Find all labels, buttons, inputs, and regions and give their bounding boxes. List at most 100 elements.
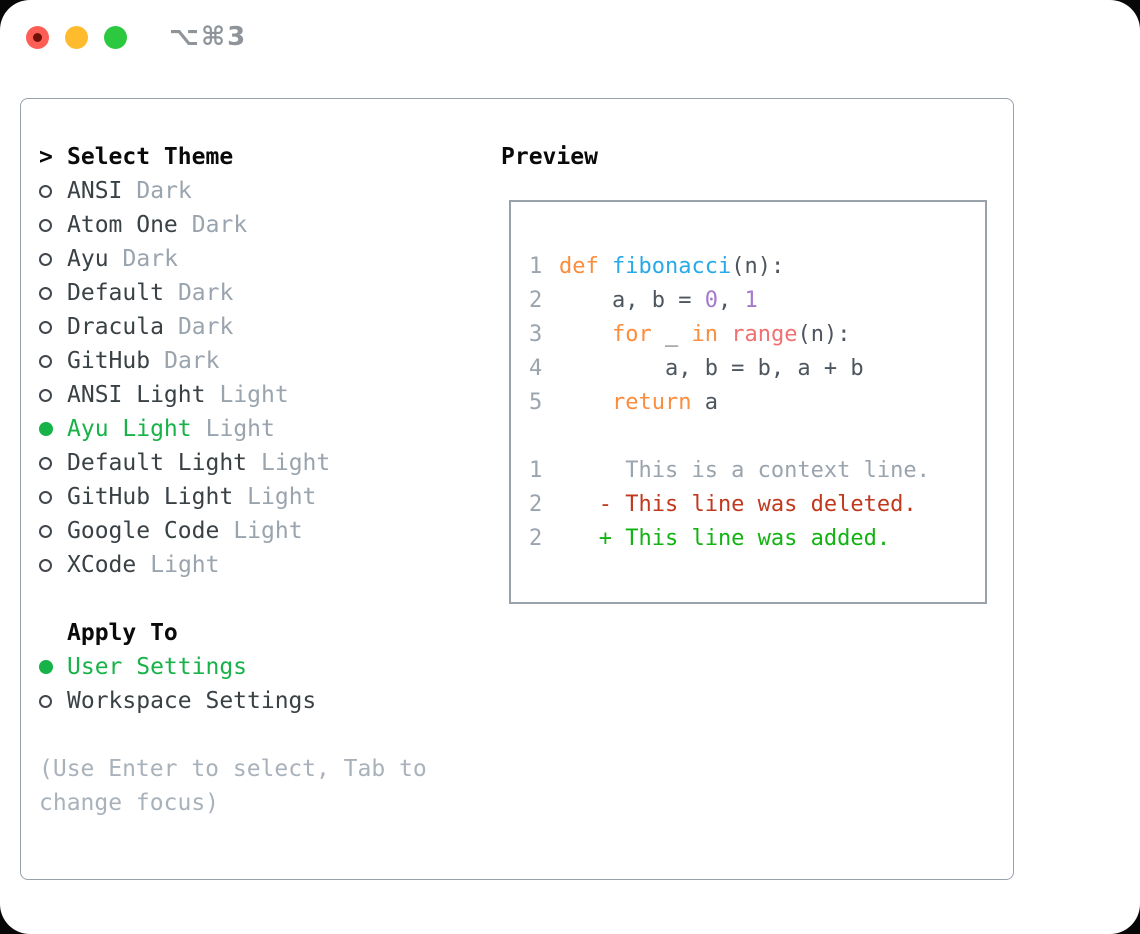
line-content: return a [559,390,718,415]
theme-option-label: Google Code [67,518,220,544]
token-builtin: range [731,321,798,347]
apply-option-user-settings[interactable]: User Settings [39,650,451,684]
preview-header-label: Preview [501,144,598,170]
radio-circle [39,694,52,708]
theme-option-variant: Light [247,484,317,510]
radio-circle [39,388,52,402]
theme-option-variant: Light [150,552,220,578]
radio-unselected-icon [39,354,67,368]
token-number: 1 [744,287,758,313]
theme-option-atom-one[interactable]: Atom One Dark [39,208,451,242]
theme-option-label: ANSI [67,178,123,204]
line-content: - This line was deleted. [559,492,917,517]
radio-unselected-icon [39,694,67,708]
zoom-button[interactable] [104,25,127,49]
token-added: + This line was added. [559,525,891,551]
theme-option-variant: Dark [164,348,220,374]
code-line: 2 a, b = 0, 1 [529,283,985,317]
token-keyword: def [559,253,599,279]
diff-line: 1 This is a context line. [529,453,985,487]
token-keyword: in [691,321,718,347]
token-code: (n): [797,321,851,347]
theme-option-label: Dracula [67,314,164,340]
theme-option-label: Ayu Light [67,416,192,442]
line-number: 1 [529,457,543,483]
line-number: 5 [529,389,543,415]
code-line: 3 for _ in range(n): [529,317,985,351]
theme-option-label: Default Light [67,450,248,476]
radio-circle [39,660,53,674]
theme-option-variant: Dark [177,314,234,340]
theme-option-label: Default [67,280,164,306]
token-code [718,322,731,347]
hint-text: (Use Enter to select, Tab to change focu… [39,756,427,816]
radio-selected-icon [39,422,67,436]
titlebar: ⌥⌘3 [26,22,247,52]
close-button[interactable] [26,25,49,49]
theme-option-variant: Dark [191,212,248,238]
token-keyword: return [611,389,692,415]
radio-circle [39,252,52,266]
radio-circle [39,184,52,198]
theme-option-label: Atom One [67,212,178,238]
token-keyword: for [611,321,652,347]
minimize-button[interactable] [65,25,88,49]
diff-line: 2 - This line was deleted. [529,487,985,521]
apply-option-workspace-settings[interactable]: Workspace Settings [39,684,451,718]
radio-circle [39,558,52,572]
apply-option-label: User Settings [67,654,248,680]
apply-to-header: Apply To [39,616,451,650]
radio-circle [39,320,52,334]
line-number: 2 [529,525,543,551]
radio-unselected-icon [39,388,67,402]
line-number: 1 [529,253,543,279]
radio-circle [39,456,52,470]
token-code: a, b = [559,287,705,313]
token-code: , [717,287,745,313]
radio-circle [39,490,52,504]
theme-option-variant: Light [261,450,331,476]
radio-unselected-icon [39,252,67,266]
token-code [559,390,612,415]
select-theme-header-label: Select Theme [67,144,234,170]
token-context: This is a context line. [559,457,930,483]
spacer [39,718,451,752]
radio-unselected-icon [39,558,67,572]
theme-option-default-light[interactable]: Default Light Light [39,446,451,480]
line-content: a, b = 0, 1 [559,288,758,313]
radio-unselected-icon [39,286,67,300]
theme-option-dracula[interactable]: Dracula Dark [39,310,451,344]
radio-unselected-icon [39,218,67,232]
diff-line: 2 + This line was added. [529,521,985,555]
theme-option-label: Ayu [67,246,109,272]
theme-option-label: GitHub [67,348,151,374]
theme-option-github[interactable]: GitHub Dark [39,344,451,378]
radio-unselected-icon [39,524,67,538]
diff-block: 1 This is a context line.2 - This line w… [529,453,985,555]
apply-to-header-label: Apply To [67,620,178,646]
radio-circle [39,218,52,232]
token-code: _ [651,321,692,347]
spacer [39,582,451,616]
apply-option-label: Workspace Settings [67,688,317,714]
preview-header: Preview [501,140,987,174]
token-code: a, b = b, a + b [559,355,864,381]
code-line: 5 return a [529,385,985,419]
line-content: a, b = b, a + b [559,356,864,381]
line-number: 2 [529,287,543,313]
select-theme-header: > Select Theme [39,140,451,174]
